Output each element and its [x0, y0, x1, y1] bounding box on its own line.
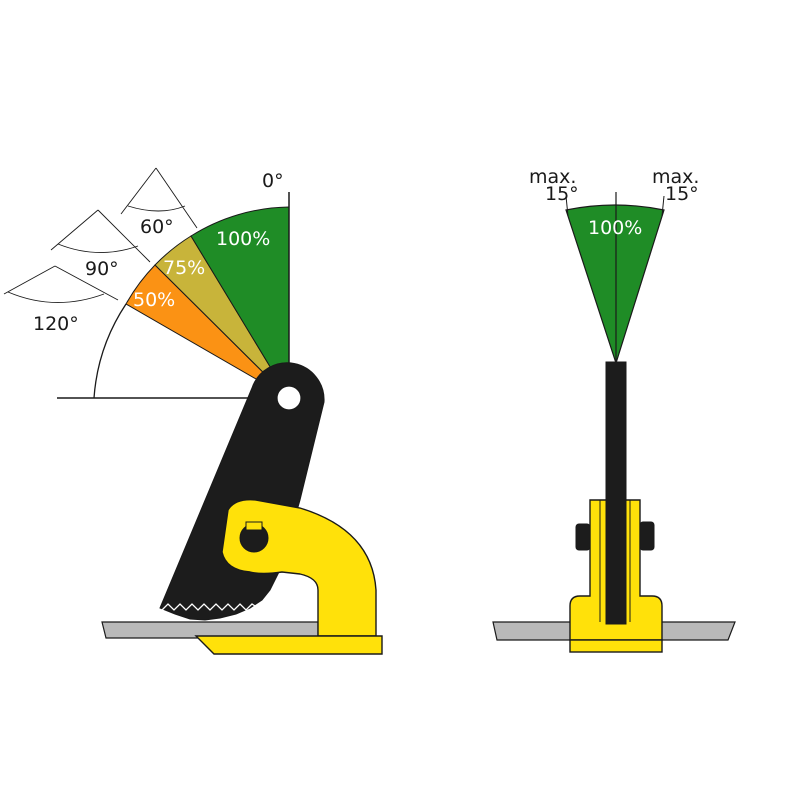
side-pivot-bolt-head [245, 521, 263, 531]
front-left-degree-label: 15° [545, 183, 579, 205]
angle-90-label: 90° [85, 258, 119, 280]
front-bolt-left [575, 523, 591, 551]
front-clamp-base [569, 639, 663, 653]
angle-120-label: 120° [33, 313, 79, 335]
front-right-max-label: max. [652, 166, 699, 188]
front-left-limit [565, 195, 569, 217]
angle-120-dimension [3, 265, 119, 303]
angle-60-dimension [120, 167, 198, 229]
side-jaw-teeth [161, 603, 259, 611]
zone-75-label: 75% [163, 257, 205, 279]
angle-90-dimension [50, 209, 151, 263]
front-right-limit [661, 195, 665, 217]
front-zone-sector [565, 204, 665, 365]
angle-60-label: 60° [140, 216, 174, 238]
front-left-max-label: max. [529, 166, 576, 188]
zone-100-label: 100% [216, 228, 270, 250]
zone-50-label: 50% [133, 289, 175, 311]
zone-100-sector [190, 206, 290, 400]
reference-arc [93, 303, 127, 399]
front-jaw-arm [605, 361, 627, 625]
side-shackle-hole [276, 385, 302, 411]
front-right-degree-label: 15° [665, 183, 699, 205]
side-clamp-body [221, 499, 377, 637]
side-clamp-base [194, 635, 383, 655]
front-zone-label: 100% [588, 217, 642, 239]
angle-zero-label: 0° [262, 170, 284, 192]
side-view: 0° 60° 90° 120° 100% 75% 50% [3, 167, 383, 655]
front-view: max. 15° max. 15° 100% [492, 166, 736, 653]
front-bolt-right [639, 521, 655, 551]
